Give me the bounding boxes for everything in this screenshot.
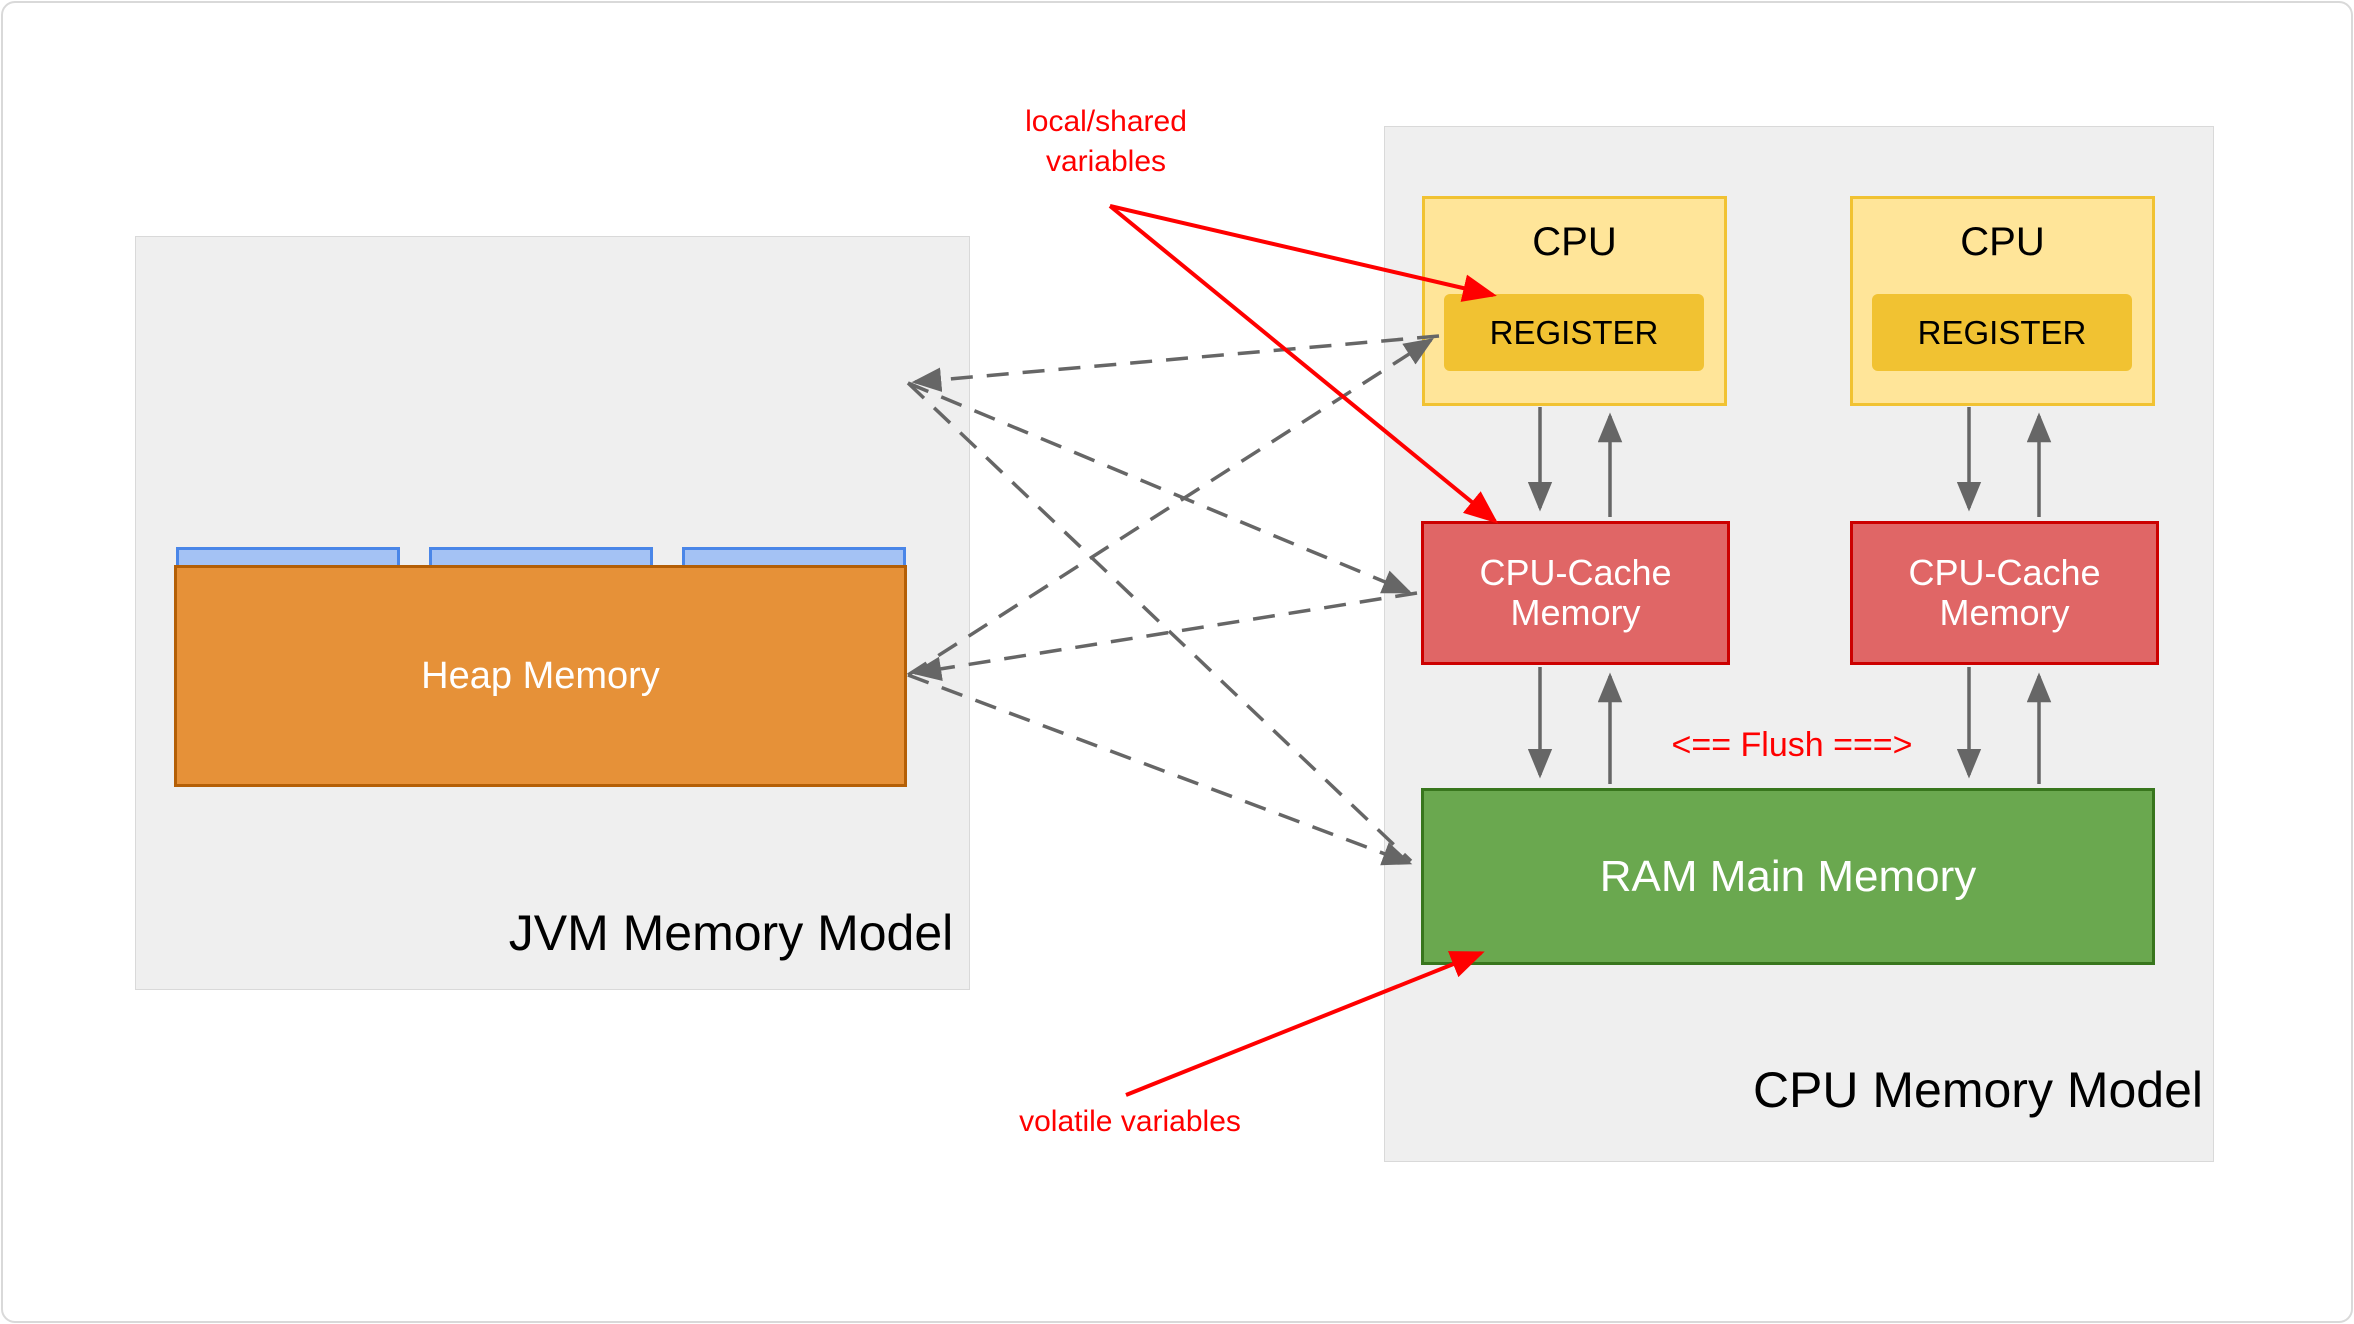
cpu-box-1: CPU REGISTER — [1422, 196, 1727, 406]
cache-1-line2: Memory — [1510, 592, 1641, 633]
heap-memory-label: Heap Memory — [421, 654, 660, 697]
heap-memory-box: Heap Memory — [174, 565, 907, 787]
jvm-panel-title: JVM Memory Model — [508, 905, 954, 961]
dashed-line-threadstack-to-ram — [906, 381, 1413, 863]
ram-label: RAM Main Memory — [1599, 851, 1977, 901]
cpu-cache-box-2: CPU-Cache Memory — [1850, 521, 2159, 665]
dashed-arrow-heap-to-register — [907, 338, 1434, 677]
dashed-arrow-register-to-threadstack — [911, 334, 1440, 392]
cache-1-line1: CPU-Cache — [1479, 552, 1672, 593]
volatile-variables-annotation: volatile variables — [1019, 1105, 1241, 1138]
cpu-1-title: CPU — [1532, 220, 1617, 264]
register-2-label: REGISTER — [1917, 313, 2087, 351]
local-shared-line2: variables — [1045, 145, 1167, 178]
cache-2-line2: Memory — [1939, 592, 2070, 633]
cpu-2-title: CPU — [1960, 220, 2045, 264]
cpu-cache-box-1: CPU-Cache Memory — [1421, 521, 1730, 665]
dashed-arrow-threadstack-to-cache — [907, 381, 1413, 594]
cpu-box-2: CPU REGISTER — [1850, 196, 2155, 406]
cpu-panel-title: CPU Memory Model — [1752, 1062, 2204, 1118]
dashed-arrow-heap-to-ram — [907, 673, 1413, 866]
dashed-arrow-cache-to-heap — [911, 591, 1418, 681]
flush-annotation: <== Flush ===> — [1671, 726, 1913, 764]
register-box-2: REGISTER — [1872, 294, 2132, 371]
register-box-1: REGISTER — [1444, 294, 1704, 371]
local-shared-variables-annotation: local/shared variables — [953, 102, 1259, 182]
ram-main-memory-box: RAM Main Memory — [1421, 788, 2155, 965]
register-1-label: REGISTER — [1489, 313, 1659, 351]
local-shared-line1: local/shared — [1025, 105, 1187, 138]
cache-2-line1: CPU-Cache — [1908, 552, 2101, 593]
